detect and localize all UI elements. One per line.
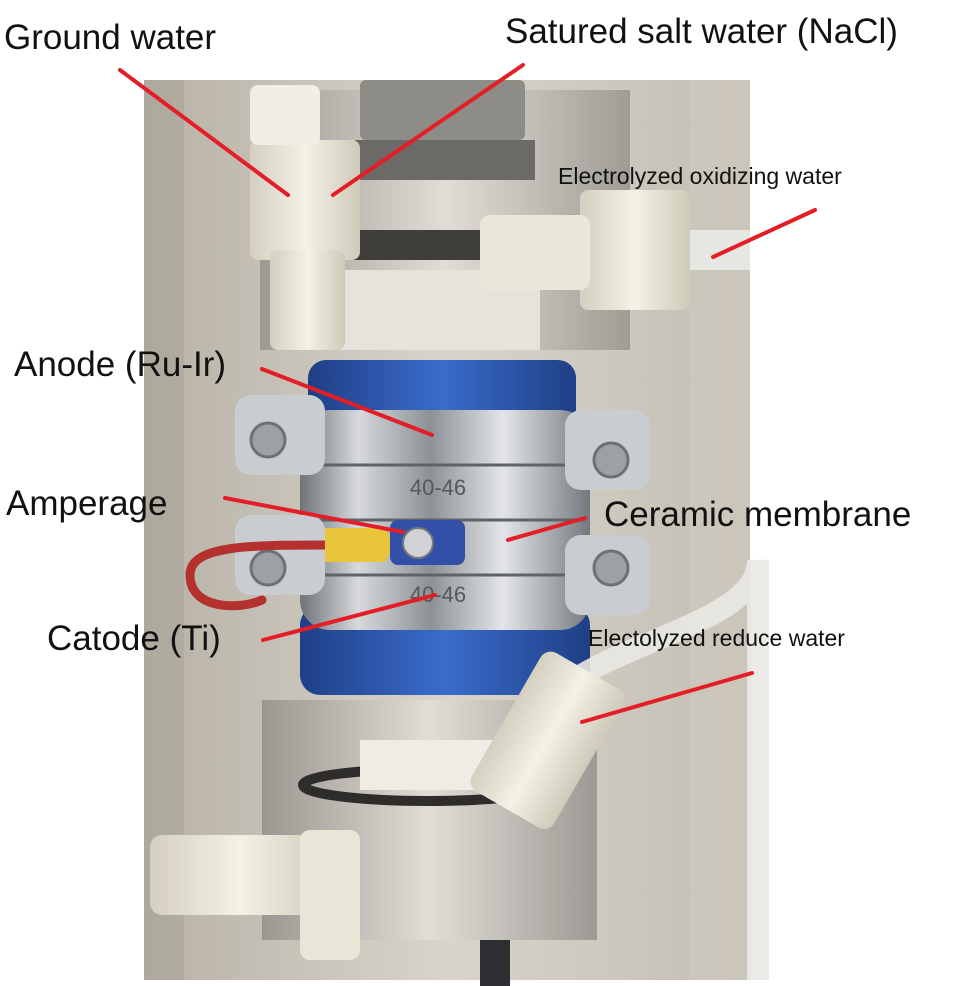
label-electrolyzed-oxidizing-water: Electrolyzed oxidizing water: [558, 163, 842, 189]
bottom-left-fitting: [150, 835, 330, 915]
leader-anode: [260, 367, 434, 437]
label-saturated-salt-water: Satured salt water (NaCl): [505, 12, 898, 51]
reduce-water-fitting: [470, 651, 625, 829]
clamp-marking-top: 40-46: [410, 475, 466, 500]
leader-reduce-water: [580, 671, 754, 724]
reduce-water-tubing: [552, 558, 770, 980]
label-catode: Catode (Ti): [47, 619, 221, 658]
oxidizing-water-fitting: [580, 190, 690, 310]
leader-salt-water: [331, 63, 525, 197]
clamp-marking-bottom: 40-46: [410, 582, 466, 607]
label-ground-water: Ground water: [4, 18, 217, 57]
ground-water-fitting: [250, 140, 360, 260]
label-amperage: Amperage: [6, 484, 168, 523]
leader-ceramic-membrane: [506, 516, 587, 542]
leader-line-group: [118, 63, 817, 724]
leader-amperage: [223, 496, 405, 534]
leader-oxidizing-water: [711, 208, 817, 259]
amperage-wire: [185, 540, 335, 611]
leader-catode: [261, 593, 437, 642]
label-electrolyzed-reduce-water: Electolyzed reduce water: [588, 625, 845, 651]
leader-ground-water: [118, 68, 290, 197]
label-ceramic-membrane: Ceramic membrane: [604, 495, 912, 534]
label-anode: Anode (Ru-Ir): [14, 345, 227, 384]
